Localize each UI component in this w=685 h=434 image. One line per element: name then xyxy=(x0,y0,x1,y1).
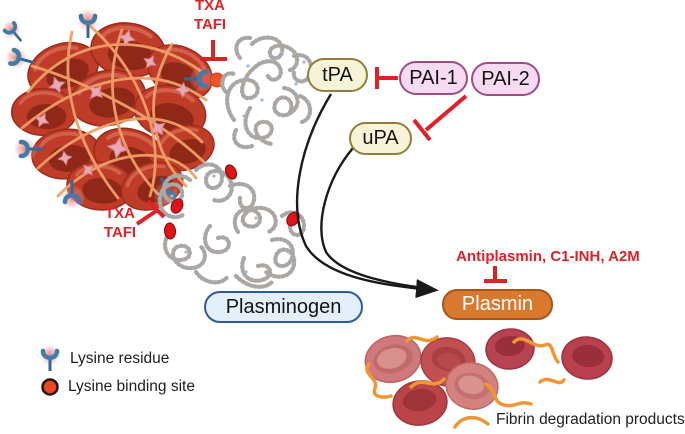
node-pai2: PAI-2 xyxy=(471,62,540,96)
txa-tafi-top-inhibition-line xyxy=(200,40,227,61)
node-plasmin: Plasmin xyxy=(442,289,553,320)
txa-text: TXA xyxy=(105,205,135,222)
node-upa: uPA xyxy=(349,122,412,155)
lysine-residue-icon xyxy=(38,343,62,371)
fibrin-degradation-products-caption: Fibrin degradation products xyxy=(496,411,685,428)
coil-tick-dots xyxy=(242,50,306,118)
blood-clot-illustration xyxy=(0,7,225,221)
pai1-tpa-inhibition-line xyxy=(375,67,398,89)
lysine-binding-site-icon xyxy=(41,378,59,396)
lysine-binding-site-dots-lower xyxy=(163,164,300,240)
red-blood-cell xyxy=(445,362,499,410)
inhibition-lines xyxy=(135,40,507,283)
node-plasminogen: Plasminogen xyxy=(204,291,363,323)
fibrin-mesh-strands xyxy=(20,24,208,200)
red-blood-cell xyxy=(561,336,613,380)
upa-to-plasmin-arrow xyxy=(320,147,425,290)
fibrin-caption-squiggle-icon xyxy=(453,415,490,429)
tpa-to-plasmin-arrow xyxy=(295,93,439,299)
txa-tafi-side-inhibition-line xyxy=(135,199,166,226)
plasminogen-molecule-lower xyxy=(157,162,307,289)
tafi-text: TAFI xyxy=(193,15,227,33)
plasminogen-molecule-upper xyxy=(220,35,314,150)
tafi-text: TAFI xyxy=(103,223,137,241)
pai-upa-inhibition-line xyxy=(412,94,468,142)
antiplasmin-plasmin-inhibition-line xyxy=(484,266,507,283)
node-tpa: tPA xyxy=(307,58,368,92)
legend-lysine-residue: Lysine residue xyxy=(34,343,169,375)
legend-lysine-residue-label: Lysine residue xyxy=(70,350,170,367)
node-pai1: PAI-1 xyxy=(399,61,468,95)
activation-arrows xyxy=(295,93,439,299)
red-blood-cell xyxy=(485,328,535,370)
legend-lysine-binding-site-label: Lysine binding site xyxy=(68,378,195,395)
legend-lysine-binding-site: Lysine binding site xyxy=(38,375,195,399)
fibrin-degradation-scene xyxy=(364,328,613,429)
plasmin-inhibitors-label: Antiplasmin, C1-INH, A2M xyxy=(456,248,640,265)
fibrin-fragment-squiggles xyxy=(365,335,566,429)
coil-tick-dots xyxy=(170,174,290,274)
red-blood-cell xyxy=(364,334,422,384)
txa-text: TXA xyxy=(195,0,225,14)
